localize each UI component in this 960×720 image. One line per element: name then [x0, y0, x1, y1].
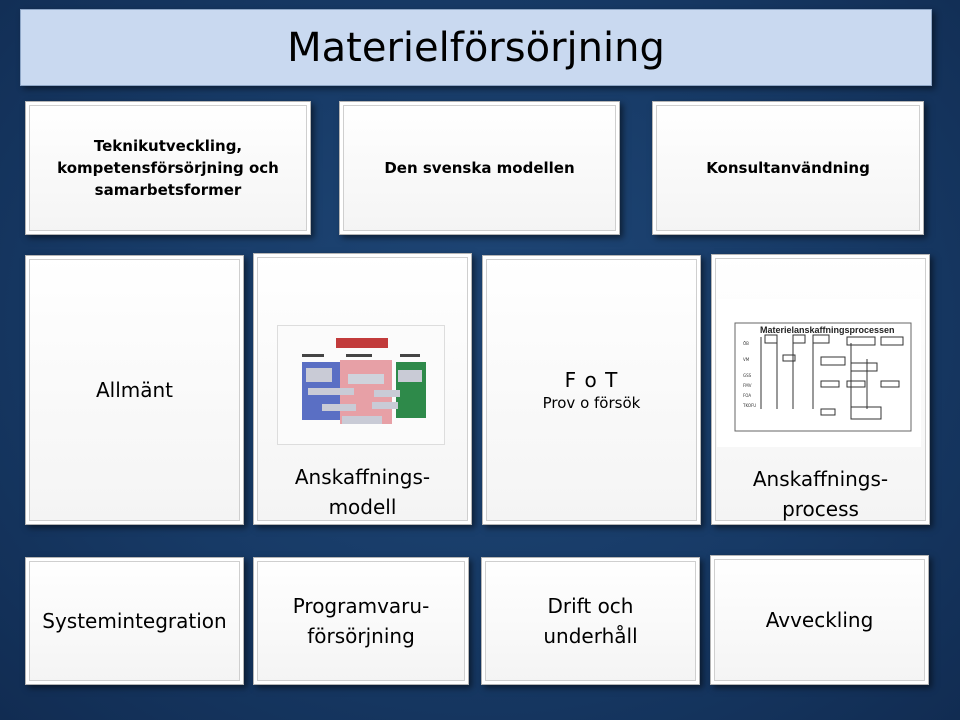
anskaffningsmodell-thumbnail [277, 325, 445, 445]
svg-text:VM: VM [743, 357, 750, 362]
tile-fot[interactable]: F o T Prov o försök [482, 255, 701, 525]
tile-label-sub: Prov o försök [542, 394, 641, 412]
tile-label: process [782, 497, 859, 521]
svg-text:FOA: FOA [743, 393, 751, 398]
tile-label: Systemintegration [42, 609, 227, 633]
tile-label: kompetensförsörjning och [57, 159, 279, 177]
svg-text:TKOFU: TKOFU [742, 403, 756, 408]
tile-label: Anskaffnings- [294, 465, 431, 489]
tile-label: Den svenska modellen [384, 159, 575, 177]
tile-label: Anskaffnings- [752, 467, 889, 491]
tile-label: Programvaru- [292, 594, 430, 618]
tile-systemintegration[interactable]: Systemintegration [25, 557, 244, 685]
svg-text:FMV: FMV [743, 383, 752, 388]
slide-title: Materielförsörjning [287, 24, 665, 71]
tile-avveckling[interactable]: Avveckling [710, 555, 929, 685]
tile-label: försörjning [307, 624, 415, 648]
tile-label: Drift och [547, 594, 634, 618]
process-thumbnail-title: Materielanskaffningsprocessen [760, 325, 895, 335]
tile-label-main: F o T [564, 368, 619, 392]
tile-den-svenska-modellen[interactable]: Den svenska modellen [339, 101, 620, 235]
tile-anskaffningsmodell[interactable]: Anskaffnings- modell [253, 253, 472, 525]
tile-anskaffningsprocess[interactable]: ÖB VM GSS FMV FOA TKOFU Materielanskaffn… [711, 254, 930, 525]
tile-label: Konsultanvändning [706, 159, 870, 177]
slide-title-bar: Materielförsörjning [20, 9, 932, 86]
tile-allmant[interactable]: Allmänt [25, 255, 244, 525]
process-diagram-icon: ÖB VM GSS FMV FOA TKOFU [717, 299, 921, 447]
tile-drift-och-underhall[interactable]: Drift och underhåll [481, 557, 700, 685]
tile-label: modell [328, 495, 397, 519]
tile-teknikutveckling[interactable]: Teknikutveckling, kompetensförsörjning o… [25, 101, 311, 235]
svg-text:ÖB: ÖB [743, 341, 749, 346]
tile-label: underhåll [543, 624, 638, 648]
tile-label: Allmänt [95, 378, 174, 402]
tile-label: samarbetsformer [94, 181, 242, 199]
tile-konsultanvandning[interactable]: Konsultanvändning [652, 101, 924, 235]
model-diagram-icon [278, 326, 444, 444]
anskaffningsprocess-thumbnail: ÖB VM GSS FMV FOA TKOFU [717, 299, 921, 447]
svg-text:GSS: GSS [743, 373, 752, 378]
tile-programvaruforsorjning[interactable]: Programvaru- försörjning [253, 557, 469, 685]
tile-label: Avveckling [765, 608, 874, 632]
tile-label: Teknikutveckling, [93, 137, 243, 155]
